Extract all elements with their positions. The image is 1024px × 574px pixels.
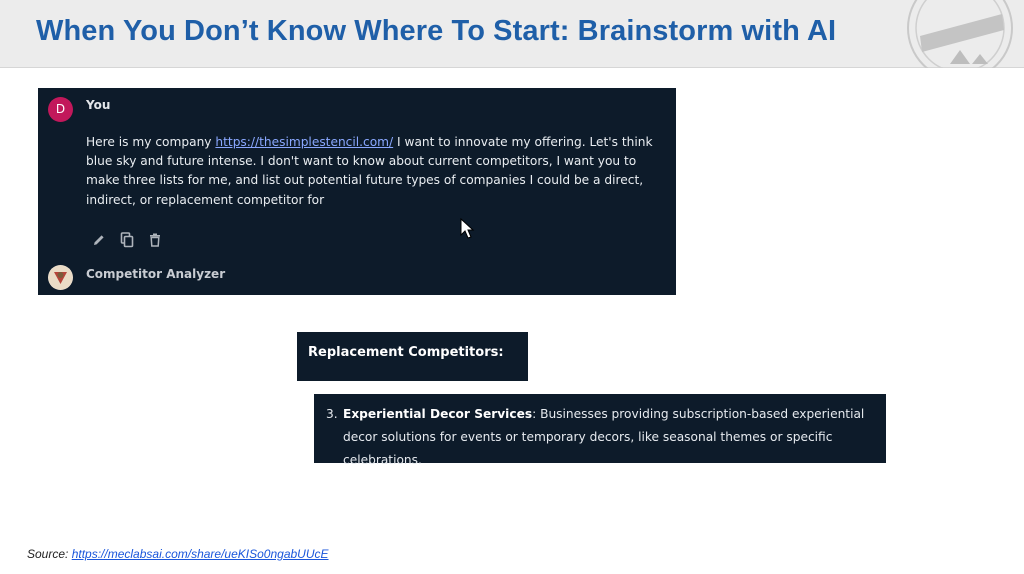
user-name: You [86, 98, 111, 112]
source-citation: Source: https://meclabsai.com/share/ueKI… [27, 547, 329, 561]
user-message: Here is my company https://thesimplesten… [86, 133, 671, 210]
user-avatar: D [48, 97, 73, 122]
message-suffix: I want to innovate my offering. Let's th… [86, 135, 653, 207]
company-link[interactable]: https://thesimplestencil.com/ [215, 135, 394, 149]
bot-name: Competitor Analyzer [86, 267, 226, 281]
copy-icon[interactable] [118, 231, 136, 249]
replacement-competitors-panel: Replacement Competitors: [297, 332, 528, 381]
mouse-pointer-icon [460, 217, 476, 245]
slide-header: When You Don’t Know Where To Start: Brai… [0, 0, 1024, 68]
trash-icon[interactable] [146, 231, 164, 249]
list-item: Experiential Decor Services: Businesses … [343, 403, 883, 472]
source-link[interactable]: https://meclabsai.com/share/ueKISo0ngabU… [71, 547, 329, 561]
list-item-description: : Businesses providing subscription-base… [343, 407, 865, 467]
bot-avatar [48, 265, 73, 290]
source-label: Source: [27, 547, 72, 561]
pencil-icon[interactable] [90, 231, 108, 249]
list-item-term: Experiential Decor Services [343, 407, 533, 421]
chat-panel: D You Here is my company https://thesimp… [38, 88, 676, 295]
message-prefix: Here is my company [86, 135, 216, 149]
slide-title: When You Don’t Know Where To Start: Brai… [36, 15, 837, 47]
replacement-competitors-heading: Replacement Competitors: [308, 345, 504, 360]
list-number: 3. [326, 407, 338, 421]
competitor-detail-panel: 3. Experiential Decor Services: Business… [314, 394, 886, 467]
message-actions [90, 231, 164, 249]
meclabs-seal-logo [898, 0, 1016, 68]
